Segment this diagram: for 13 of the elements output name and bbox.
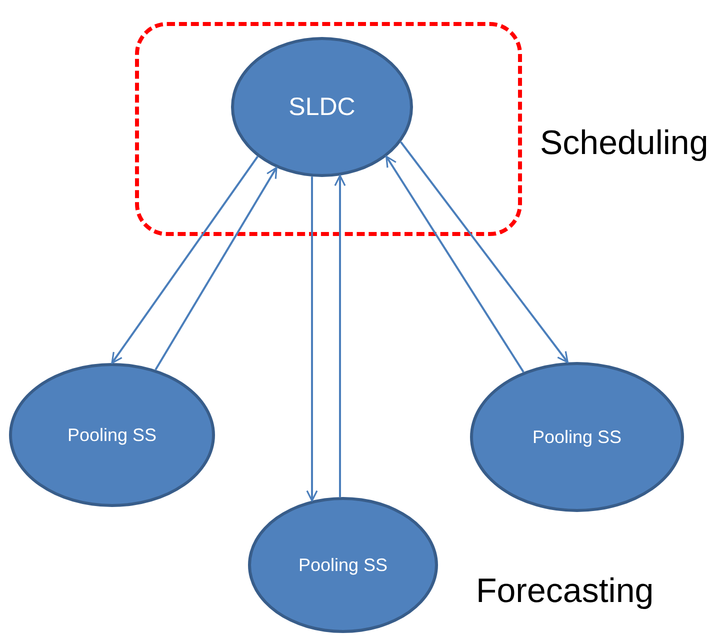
node-label: Pooling SS xyxy=(532,426,622,448)
arrow xyxy=(400,141,568,364)
arrow xyxy=(111,156,258,364)
arrow xyxy=(306,176,318,502)
arrow xyxy=(334,174,346,498)
node-label: Pooling SS xyxy=(67,424,157,446)
node-label: SLDC xyxy=(288,92,356,122)
annotation-label: Scheduling xyxy=(540,124,708,163)
arrow xyxy=(386,156,524,373)
arrow xyxy=(154,166,278,370)
annotation-label: Forecasting xyxy=(476,572,654,611)
node-label: Pooling SS xyxy=(298,554,388,576)
dashed-boundary-box xyxy=(135,22,522,236)
